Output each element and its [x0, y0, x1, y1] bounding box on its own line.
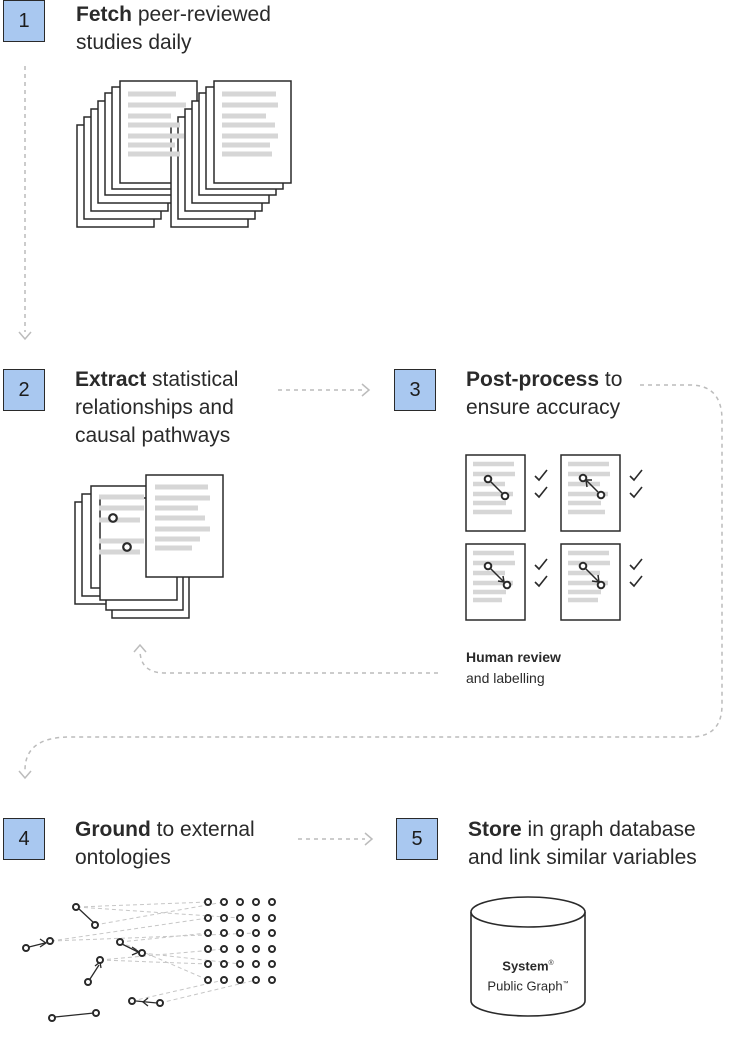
step-5-rest: in graph database: [521, 818, 696, 841]
step-3-badge: 3: [394, 369, 436, 411]
step-3-rest: to: [599, 368, 623, 391]
arrowhead-right-4-5: [364, 832, 374, 846]
step-2-rest: statistical: [146, 368, 239, 391]
arrowhead-down-4: [18, 770, 32, 780]
step-5-bold: Store: [468, 818, 522, 841]
step-2-line3: causal pathways: [75, 424, 231, 447]
step-3-line2: ensure accuracy: [466, 396, 621, 419]
ontology-target-grid: [204, 898, 276, 984]
review-return-path: [139, 649, 438, 674]
database-brand: System®: [463, 955, 593, 975]
arrowhead-down-1: [18, 331, 32, 341]
extract-variable-nodes: [108, 513, 132, 552]
arrowhead-right-2-3: [361, 383, 371, 397]
step-4-bold: Ground: [75, 818, 151, 841]
step-3-number: 3: [409, 378, 421, 401]
step-4-heading: Ground to external ontologies: [75, 816, 255, 872]
arrowhead-up-review: [133, 643, 147, 653]
step-2-line2: relationships and: [75, 396, 234, 419]
extract-text-lines: [99, 484, 210, 555]
database-name: Public Graph™: [463, 975, 593, 995]
database-brand-text: System: [502, 958, 549, 974]
database-label: System® Public Graph™: [463, 955, 593, 996]
step-2-number: 2: [18, 378, 30, 401]
step-1-number: 1: [18, 9, 30, 32]
step-5-badge: 5: [396, 818, 438, 860]
human-review-bold: Human review: [466, 649, 561, 665]
step-2-badge: 2: [3, 369, 45, 411]
step-1-rest: peer-reviewed: [132, 3, 271, 26]
step-1-heading: Fetch peer-reviewed studies daily: [76, 1, 271, 57]
step-3-bold: Post-process: [466, 368, 600, 391]
step-4-number: 4: [18, 827, 30, 850]
step-2-heading: Extract statistical relationships and ca…: [75, 366, 238, 450]
step-1-badge: 1: [3, 0, 45, 42]
human-review-rest: and labelling: [466, 670, 545, 686]
step-1-line2: studies daily: [76, 31, 192, 54]
review-documents: [465, 454, 621, 621]
step-1-bold: Fetch: [76, 3, 133, 26]
step-4-line2: ontologies: [75, 846, 171, 869]
step-4-badge: 4: [3, 818, 45, 860]
review-checkmarks: [534, 469, 643, 588]
human-review-note: Human review and labelling: [466, 647, 561, 689]
database-cylinder-icon: [470, 896, 586, 1017]
flow-connector-3-4: [24, 384, 723, 771]
review-variable-nodes: [483, 473, 606, 590]
ontology-source-nodes: [22, 903, 164, 1022]
trademark-mark: ™: [562, 981, 569, 988]
document-text-lines: [128, 91, 278, 157]
step-3-heading: Post-process to ensure accuracy: [466, 366, 622, 422]
step-5-line2: and link similar variables: [468, 846, 697, 869]
step-4-rest: to external: [150, 818, 255, 841]
database-name-text: Public Graph: [487, 978, 563, 994]
step-5-heading: Store in graph database and link similar…: [468, 816, 697, 872]
step-5-number: 5: [411, 827, 423, 850]
step-2-bold: Extract: [75, 368, 147, 391]
registered-mark: ®: [548, 960, 554, 967]
